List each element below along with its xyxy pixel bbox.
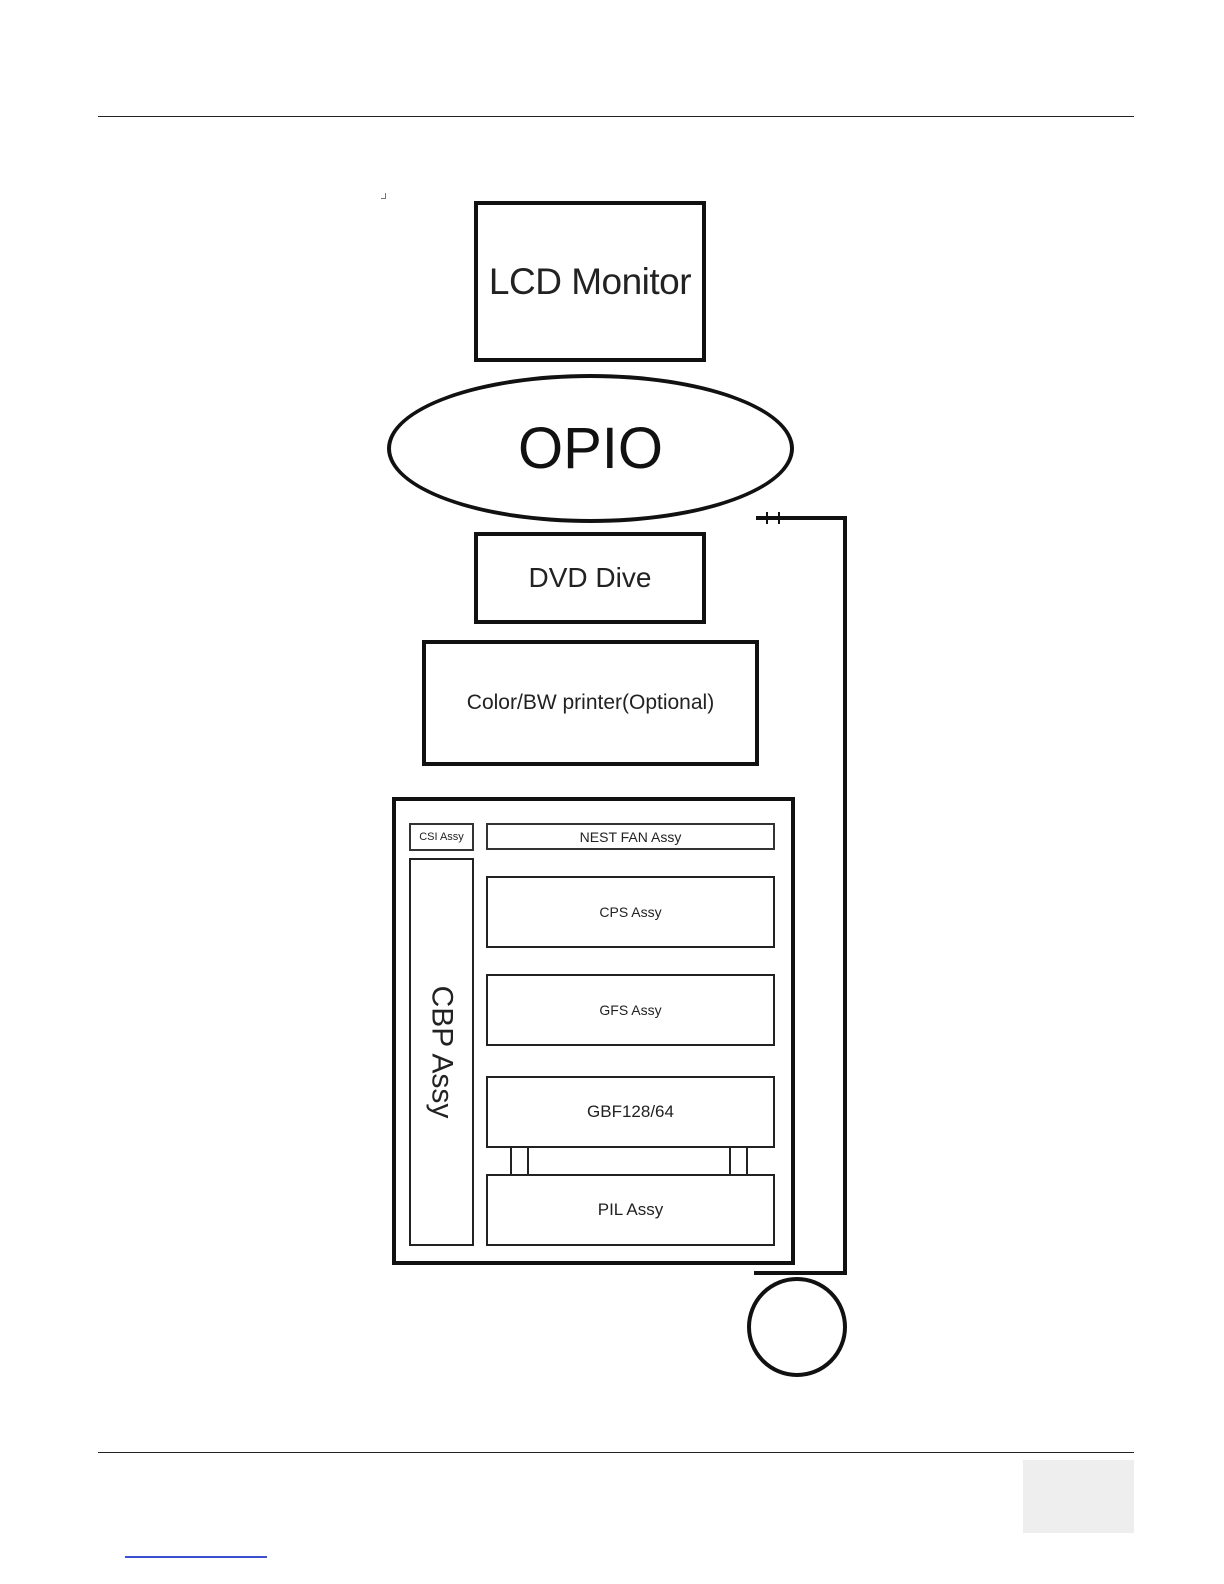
- caster-wheel: [749, 1279, 845, 1375]
- cable-line: [754, 518, 845, 1273]
- page-number-box: [1023, 1460, 1134, 1533]
- footer-rule: [98, 1452, 1134, 1453]
- footer-link-underline[interactable]: [125, 1556, 267, 1558]
